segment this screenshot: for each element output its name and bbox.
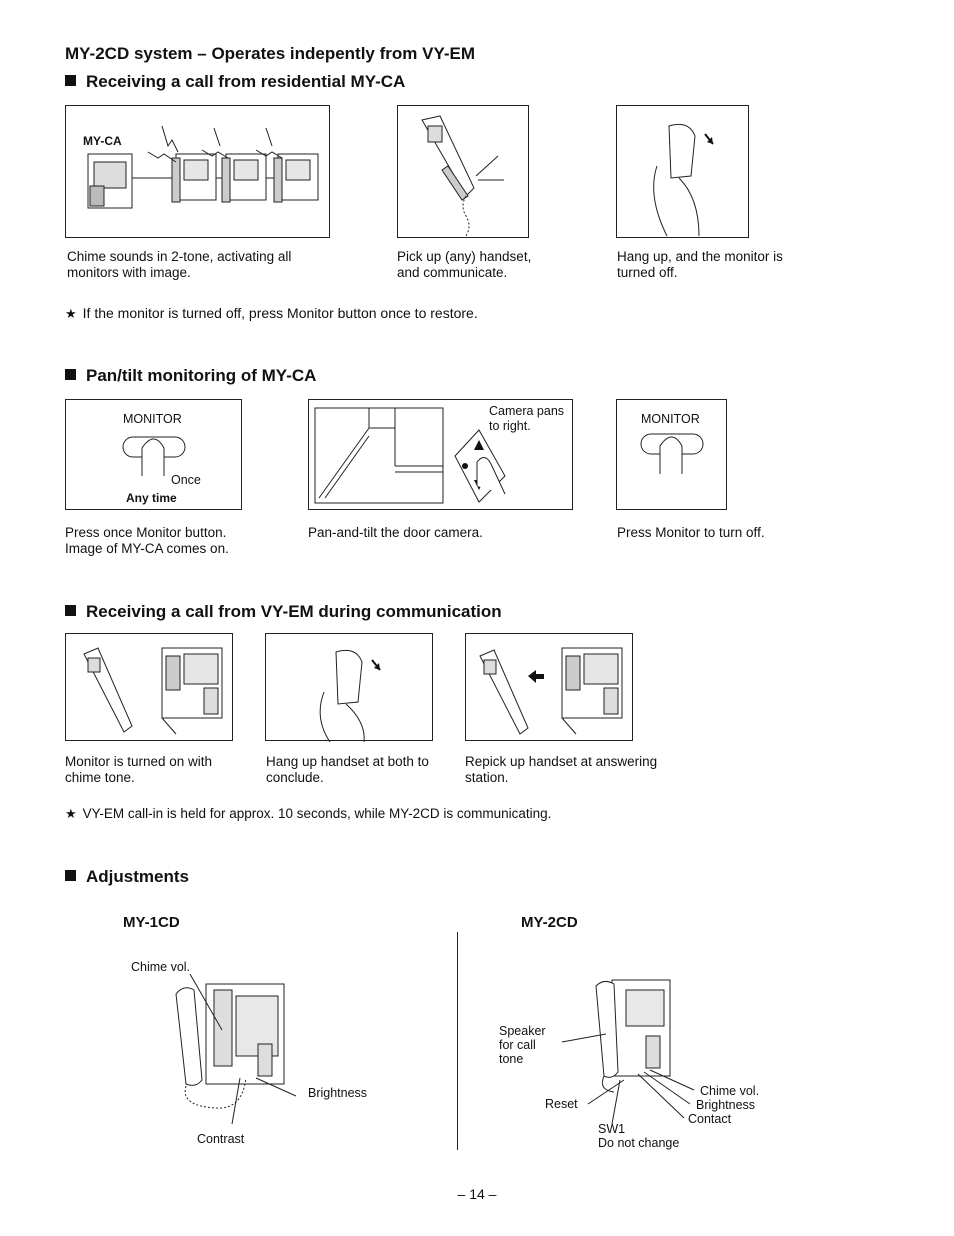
figure-pick-up-handset [397,105,529,238]
section-heading-adjustments: Adjustments [65,867,189,887]
brightness-label-2: Brightness [696,1098,756,1112]
note-monitor-restore: ★If the monitor is turned off, press Mon… [65,305,478,321]
sw1-label: SW1 [598,1122,626,1136]
figure-monitor-on [65,633,233,741]
my-1cd-title: MY-1CD [123,914,180,931]
section-heading-pan-tilt: Pan/tilt monitoring of MY-CA [65,366,316,386]
square-bullet-icon [65,369,76,380]
caption-hang-up: Hang up, and the monitor is turned off. [617,249,783,280]
chime-vol-label-2: Chime vol. [700,1084,760,1098]
hang-up-drawing [653,123,714,237]
section-heading-vy-em: Receiving a call from VY-EM during commu… [65,602,502,622]
figure-chime-monitors: MY-CA [65,105,330,238]
contrast-label: Contrast [197,1132,245,1146]
monitor-label-2: MONITOR [641,412,700,426]
camera-pans-label: Camera pans to right. [489,404,565,433]
caption-chime: Chime sounds in 2-tone, activating all m… [67,249,292,280]
station-drawing-2 [479,647,623,735]
my-ca-label: MY-CA [83,134,122,148]
reset-label: Reset [545,1097,578,1111]
contact-label: Contact [688,1112,732,1126]
figure-monitor-button: MONITOR Once Any time [65,399,242,510]
figure-monitor-off: MONITOR [616,399,727,510]
figure-hang-up [616,105,749,238]
monitor-button-drawing-2 [640,433,704,474]
caption-repick-up: Repick up handset at answering station. [465,754,658,785]
any-time-label: Any time [126,491,177,505]
star-icon: ★ [65,306,77,321]
speaker-label: Speaker for call tone [499,1024,546,1066]
handset-pickup-drawing [421,115,504,237]
figure-hang-up-both [265,633,433,742]
caption-pick-up: Pick up (any) handset, and communicate. [397,249,532,280]
figure-camera-pan: Camera pans to right. [308,399,573,510]
caption-turn-off: Press Monitor to turn off. [617,525,765,540]
column-divider [457,932,458,1150]
station-drawing-1 [83,647,223,735]
caption-monitor-on: Monitor is turned on with chime tone. [65,754,213,785]
do-not-change-label: Do not change [598,1136,680,1150]
my-2cd-title: MY-2CD [521,914,578,931]
monitor-label: MONITOR [123,412,182,426]
monitor-button-drawing [122,436,186,476]
camera-pan-drawing [314,407,506,504]
square-bullet-icon [65,75,76,86]
brightness-label: Brightness [308,1086,368,1100]
note-vy-em: ★VY-EM call-in is held for approx. 10 se… [65,806,552,821]
monitors-drawing [87,125,319,209]
page-number: – 14 – [457,1186,497,1202]
section-heading-receiving-call: Receiving a call from residential MY-CA [65,72,405,92]
hang-up-drawing-2 [319,649,381,742]
star-icon: ★ [65,806,77,821]
figure-repick-up [465,633,633,741]
chime-vol-label: Chime vol. [131,960,191,974]
square-bullet-icon [65,870,76,881]
once-label: Once [171,473,201,487]
caption-press-monitor: Press once Monitor button. Image of MY-C… [65,525,229,556]
caption-hang-up-both: Hang up handset at both to conclude. [266,754,429,785]
page-title: MY-2CD system – Operates indepently from… [65,44,476,63]
caption-pan-tilt: Pan-and-tilt the door camera. [308,525,483,540]
square-bullet-icon [65,605,76,616]
